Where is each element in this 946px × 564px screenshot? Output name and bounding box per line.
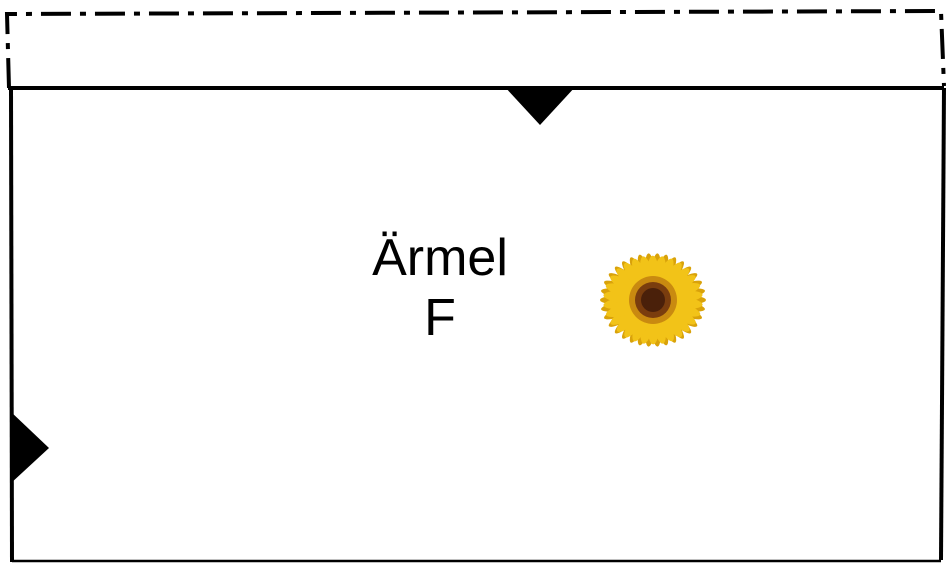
notch-marker-top	[504, 86, 576, 125]
piece-name: Ärmel	[372, 229, 508, 287]
pattern-piece-label: Ärmel F	[340, 228, 540, 348]
cut-line-right	[939, 87, 946, 561]
piece-code: F	[424, 289, 456, 347]
sunflower-icon	[600, 253, 706, 347]
seam-allowance-line	[4, 8, 946, 89]
notch-marker-left	[10, 411, 49, 484]
cut-line-left	[9, 87, 14, 563]
